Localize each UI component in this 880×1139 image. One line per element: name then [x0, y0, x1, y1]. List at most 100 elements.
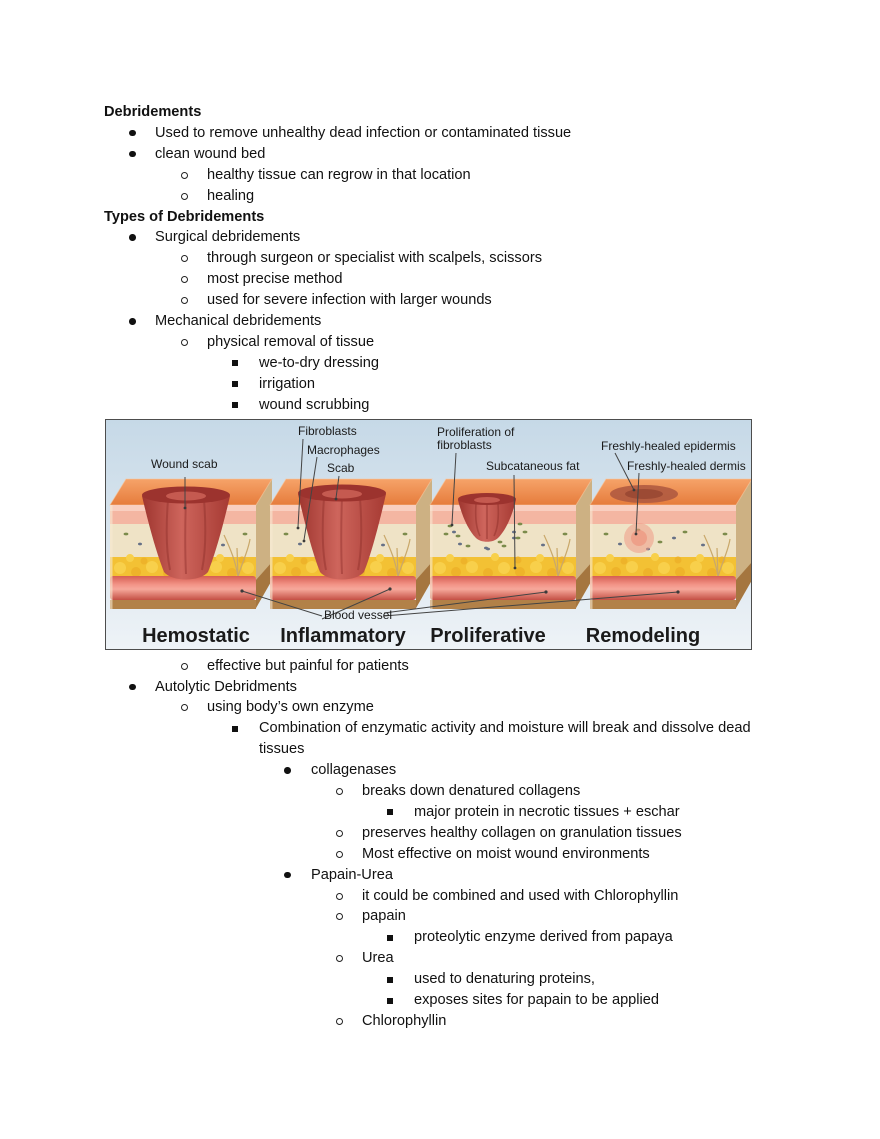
bullet-circle-icon [181, 192, 188, 200]
bullet-disc-icon [129, 318, 136, 325]
bullet-circle-icon [336, 1018, 343, 1025]
list-item-text: most precise method [207, 271, 343, 288]
list-item-text: effective but painful for patients [207, 657, 409, 674]
bullet-circle-icon [181, 662, 188, 670]
list-item: Most effective on moist wound environmen… [104, 844, 764, 865]
bullet-circle-icon [181, 276, 188, 284]
bullet-circle-icon [336, 829, 343, 837]
list-item-text: irrigation [259, 375, 315, 392]
bullet-circle-icon [336, 913, 343, 921]
list-item-text: used to denaturing proteins, [414, 971, 595, 988]
figure-label-scab: Scab [327, 460, 355, 475]
list-item-text: Autolytic Debridments [155, 678, 297, 695]
bullet-square-icon [232, 725, 238, 732]
list-item: major protein in necrotic tissues + esch… [104, 802, 764, 823]
list-item-text: it could be combined and used with Chlor… [362, 887, 679, 904]
bullet-square-icon [232, 402, 238, 409]
list-item: irrigation [104, 374, 764, 395]
section-heading: Debridements [104, 102, 764, 123]
figure-label-blood-vessel: Blood vessel [324, 607, 393, 622]
figure-leader-lines [184, 438, 679, 620]
bullet-circle-icon [181, 171, 188, 179]
list-item-text: Combination of enzymatic activity and mo… [259, 720, 751, 758]
list-item: Autolytic Debridments [104, 677, 764, 698]
bullet-circle-icon [181, 255, 188, 263]
scab-inflammatory [298, 484, 386, 580]
list-item-text: used for severe infection with larger wo… [207, 292, 492, 309]
list-item-text: healing [207, 187, 255, 204]
section-heading: Types of Debridements [104, 207, 764, 228]
list-item: healthy tissue can regrow in that locati… [104, 165, 764, 186]
figure-label-subcutaneous-fat: Subcataneous fat [486, 458, 580, 473]
figure-pointer-dots [183, 488, 680, 594]
list-item: Used to remove unhealthy dead infection … [104, 123, 764, 144]
list-item: Urea [104, 948, 764, 969]
list-item-text: proteolytic enzyme derived from papaya [414, 929, 673, 946]
list-item: effective but painful for patients [104, 656, 764, 677]
list-item-text: wound scrubbing [259, 396, 370, 413]
list-item: clean wound bed [104, 144, 764, 165]
bullet-disc-icon [129, 234, 136, 241]
list-item: breaks down denatured collagens [104, 781, 764, 802]
figure-label-freshly-healed-epidermis: Freshly-healed epidermis [601, 438, 736, 453]
list-item: papain [104, 906, 764, 927]
list-item: used to denaturing proteins, [104, 969, 764, 990]
list-item: it could be combined and used with Chlor… [104, 886, 764, 907]
list-item: wound scrubbing [104, 395, 764, 416]
healed-wound-remodeling [610, 484, 678, 553]
bullet-square-icon [232, 360, 238, 367]
stage-label-inflammatory: Inflammatory [280, 625, 406, 647]
list-item: exposes sites for papain to be applied [104, 990, 764, 1011]
bullet-circle-icon [336, 788, 343, 796]
wound-healing-figure[interactable]: Hemostatic Inflammatory Proliferative Re… [105, 418, 752, 650]
list-item-text: we-to-dry dressing [259, 354, 380, 371]
list-item: Surgical debridements [104, 227, 764, 248]
figure-label-macrophages: Macrophages [307, 442, 380, 457]
bullet-circle-icon [336, 892, 343, 900]
list-item-text: major protein in necrotic tissues + esch… [414, 803, 680, 820]
list-item: using body’s own enzyme [104, 697, 764, 718]
list-item: Mechanical debridements [104, 311, 764, 332]
bullet-circle-icon [181, 338, 188, 346]
list-item: used for severe infection with larger wo… [104, 290, 764, 311]
list-item-text: preserves healthy collagen on granulatio… [362, 824, 682, 841]
list-item-text: clean wound bed [155, 145, 266, 162]
heading-text: Debridements [104, 104, 202, 120]
bullet-square-icon [387, 976, 393, 983]
list-item-text: Urea [362, 950, 394, 967]
list-item: collagenases [104, 760, 764, 781]
list-item-text: collagenases [311, 762, 397, 779]
bullet-disc-icon [129, 683, 136, 690]
figure-label-wound-scab: Wound scab [151, 456, 218, 471]
figure-label-proliferation-of-fibroblasts: Proliferation of fibroblasts [437, 424, 515, 453]
bullet-square-icon [387, 934, 393, 941]
list-item: through surgeon or specialist with scalp… [104, 248, 764, 269]
list-item-text: using body’s own enzyme [207, 699, 374, 716]
list-item: Combination of enzymatic activity and mo… [104, 718, 764, 760]
list-item-text: breaks down denatured collagens [362, 783, 581, 800]
bullet-square-icon [387, 997, 393, 1004]
list-item: healing [104, 186, 764, 207]
bullet-disc-icon [284, 871, 291, 879]
list-item: Papain-Urea [104, 865, 764, 886]
list-item-text: Surgical debridements [155, 229, 301, 246]
figure-label-freshly-healed-dermis: Freshly-healed dermis [627, 458, 746, 473]
list-item: most precise method [104, 269, 764, 290]
figure-label-fibroblasts: Fibroblasts [298, 423, 357, 438]
bullet-square-icon [387, 809, 393, 816]
heading-text: Types of Debridements [104, 208, 265, 225]
list-item: physical removal of tissue [104, 332, 764, 353]
stage-label-hemostatic: Hemostatic [142, 625, 250, 647]
bullet-disc-icon [284, 767, 291, 774]
list-item-text: Most effective on moist wound environmen… [362, 845, 650, 862]
scab-proliferative [447, 492, 523, 549]
list-item-text: Mechanical debridements [155, 313, 322, 330]
bullet-circle-icon [181, 704, 188, 712]
list-item-text: papain [362, 908, 406, 925]
list-item-text: exposes sites for papain to be applied [414, 992, 660, 1009]
list-item-text: physical removal of tissue [207, 333, 375, 350]
bullet-circle-icon [336, 955, 343, 963]
stage-label-proliferative: Proliferative [430, 625, 546, 647]
